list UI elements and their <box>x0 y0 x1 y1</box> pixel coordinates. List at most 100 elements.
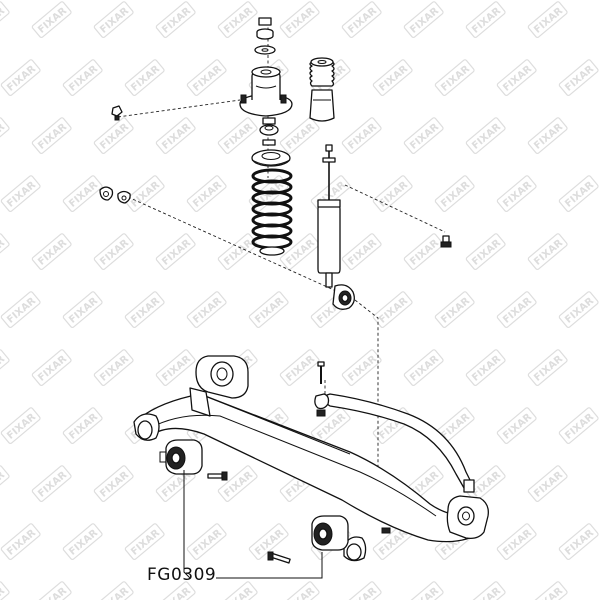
svg-text:FIXAR: FIXAR <box>5 412 38 442</box>
watermark-tile: FIXAR <box>0 59 41 97</box>
svg-text:FIXAR: FIXAR <box>532 122 565 152</box>
watermark-tile: FIXAR <box>217 1 258 39</box>
watermark-tile: FIXAR <box>341 1 382 39</box>
svg-text:FIXAR: FIXAR <box>222 122 255 152</box>
svg-text:FIXAR: FIXAR <box>253 296 286 326</box>
watermark-tile: FIXAR <box>465 581 506 600</box>
watermark-tile: FIXAR <box>0 233 10 271</box>
svg-text:FIXAR: FIXAR <box>377 64 410 94</box>
svg-text:FIXAR: FIXAR <box>377 180 410 210</box>
svg-text:FIXAR: FIXAR <box>408 586 441 600</box>
svg-text:FIXAR: FIXAR <box>0 6 7 36</box>
svg-text:FIXAR: FIXAR <box>501 412 534 442</box>
svg-text:FIXAR: FIXAR <box>501 64 534 94</box>
svg-text:FIXAR: FIXAR <box>222 586 255 600</box>
watermark-tile: FIXAR <box>341 117 382 155</box>
svg-text:FIXAR: FIXAR <box>346 586 379 600</box>
watermark-tile: FIXAR <box>0 523 41 561</box>
svg-text:FIXAR: FIXAR <box>284 6 317 36</box>
watermark-tile: FIXAR <box>527 581 568 600</box>
watermark-tile: FIXAR <box>279 117 320 155</box>
svg-text:FIXAR: FIXAR <box>5 296 38 326</box>
svg-text:FIXAR: FIXAR <box>0 122 7 152</box>
watermark-tile: FIXAR <box>31 1 72 39</box>
svg-text:FIXAR: FIXAR <box>36 586 69 600</box>
svg-text:FIXAR: FIXAR <box>191 296 224 326</box>
watermark-tile: FIXAR <box>31 581 72 600</box>
svg-text:FIXAR: FIXAR <box>563 528 596 558</box>
svg-text:FIXAR: FIXAR <box>129 64 162 94</box>
shock-absorber <box>317 144 452 310</box>
watermark-tile: FIXAR <box>93 349 134 387</box>
svg-text:FIXAR: FIXAR <box>36 122 69 152</box>
rear-axle-beam <box>133 355 489 562</box>
svg-text:FIXAR: FIXAR <box>346 238 379 268</box>
watermark-tile: FIXAR <box>0 117 10 155</box>
svg-text:FIXAR: FIXAR <box>408 6 441 36</box>
watermark-tile: FIXAR <box>496 59 537 97</box>
watermark-tile: FIXAR <box>0 465 10 503</box>
watermark-tile: FIXAR <box>62 291 103 329</box>
watermark-tile: FIXAR <box>527 349 568 387</box>
watermark-tile: FIXAR <box>558 59 599 97</box>
svg-text:FIXAR: FIXAR <box>0 470 7 500</box>
svg-text:FIXAR: FIXAR <box>98 6 131 36</box>
svg-text:FIXAR: FIXAR <box>36 238 69 268</box>
svg-text:FIXAR: FIXAR <box>0 238 7 268</box>
watermark-tile: FIXAR <box>93 581 134 600</box>
svg-text:FIXAR: FIXAR <box>160 586 193 600</box>
watermark-tile: FIXAR <box>186 291 227 329</box>
svg-text:FIXAR: FIXAR <box>67 64 100 94</box>
svg-text:FIXAR: FIXAR <box>470 6 503 36</box>
watermark-tile: FIXAR <box>465 233 506 271</box>
watermark-tile: FIXAR <box>124 291 165 329</box>
watermark-tile: FIXAR <box>496 175 537 213</box>
watermark-tile: FIXAR <box>31 465 72 503</box>
lateral-rod <box>314 361 475 493</box>
watermark-tile: FIXAR <box>403 349 444 387</box>
svg-text:FIXAR: FIXAR <box>36 6 69 36</box>
watermark-tile: FIXAR <box>341 581 382 600</box>
svg-text:FIXAR: FIXAR <box>532 6 565 36</box>
watermark-tile: FIXAR <box>496 523 537 561</box>
watermark-tile: FIXAR <box>558 523 599 561</box>
watermark-tile: FIXAR <box>155 1 196 39</box>
svg-text:FIXAR: FIXAR <box>129 180 162 210</box>
svg-text:FIXAR: FIXAR <box>191 528 224 558</box>
watermark-tile: FIXAR <box>217 581 258 600</box>
watermark-tile: FIXAR <box>93 465 134 503</box>
watermark-tile: FIXAR <box>434 59 475 97</box>
svg-text:FIXAR: FIXAR <box>36 354 69 384</box>
svg-text:FIXAR: FIXAR <box>408 238 441 268</box>
loose-fasteners <box>99 105 131 204</box>
svg-text:FIXAR: FIXAR <box>439 64 472 94</box>
svg-text:FIXAR: FIXAR <box>470 122 503 152</box>
watermark-tile: FIXAR <box>62 407 103 445</box>
svg-text:FIXAR: FIXAR <box>67 412 100 442</box>
svg-text:FIXAR: FIXAR <box>98 586 131 600</box>
watermark-tile: FIXAR <box>403 117 444 155</box>
watermark-tile: FIXAR <box>496 291 537 329</box>
silent-block-right <box>267 515 349 564</box>
svg-text:FIXAR: FIXAR <box>284 122 317 152</box>
watermark-tile: FIXAR <box>465 1 506 39</box>
watermark-tile: FIXAR <box>0 349 10 387</box>
svg-text:FIXAR: FIXAR <box>377 296 410 326</box>
watermark-tile: FIXAR <box>434 175 475 213</box>
svg-text:FIXAR: FIXAR <box>470 470 503 500</box>
svg-text:FIXAR: FIXAR <box>129 528 162 558</box>
svg-text:FIXAR: FIXAR <box>563 296 596 326</box>
watermark-tile: FIXAR <box>31 349 72 387</box>
watermark-tile: FIXAR <box>124 59 165 97</box>
svg-text:FIXAR: FIXAR <box>98 238 131 268</box>
svg-text:FIXAR: FIXAR <box>408 122 441 152</box>
watermark-tile: FIXAR <box>372 59 413 97</box>
watermark-tile: FIXAR <box>0 175 41 213</box>
svg-text:FIXAR: FIXAR <box>346 122 379 152</box>
svg-text:FIXAR: FIXAR <box>191 64 224 94</box>
watermark-tile: FIXAR <box>558 175 599 213</box>
svg-text:FIXAR: FIXAR <box>222 6 255 36</box>
